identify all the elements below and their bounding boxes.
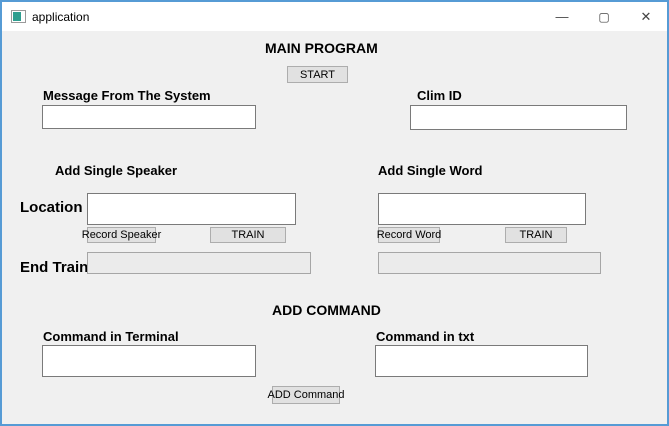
command-in-terminal-label: Command in Terminal	[43, 329, 179, 344]
app-icon	[11, 10, 26, 23]
add-command-button[interactable]: ADD Command	[267, 386, 345, 404]
location-label: Location	[20, 199, 83, 216]
end-train-label: End Train	[20, 259, 89, 276]
title-bar: application — ▢ ✕	[2, 2, 667, 31]
message-from-system-input[interactable]	[42, 105, 256, 129]
window-title: application	[32, 9, 90, 24]
caption-buttons: — ▢ ✕	[541, 2, 667, 31]
minimize-button[interactable]: —	[555, 9, 569, 24]
main-content: MAIN PROGRAM START Message From The Syst…	[2, 31, 667, 424]
end-train-speaker-field	[87, 252, 311, 274]
add-single-word-heading: Add Single Word	[378, 163, 483, 178]
clim-id-label: Clim ID	[417, 88, 462, 103]
word-input[interactable]	[378, 193, 586, 225]
main-program-heading: MAIN PROGRAM	[265, 40, 378, 56]
add-command-heading: ADD COMMAND	[272, 302, 381, 318]
start-button[interactable]: START	[287, 66, 348, 83]
record-word-button[interactable]: Record Word	[376, 227, 442, 243]
clim-id-input[interactable]	[410, 105, 627, 130]
train-word-button[interactable]: TRAIN	[505, 227, 567, 243]
command-in-terminal-input[interactable]	[42, 345, 256, 377]
close-button[interactable]: ✕	[640, 8, 652, 24]
message-from-system-label: Message From The System	[43, 88, 211, 103]
train-speaker-button[interactable]: TRAIN	[210, 227, 286, 243]
end-train-word-field	[378, 252, 601, 274]
command-in-txt-label: Command in txt	[376, 329, 475, 344]
maximize-button[interactable]: ▢	[598, 9, 610, 24]
command-in-txt-input[interactable]	[375, 345, 588, 377]
location-input[interactable]	[87, 193, 296, 225]
add-single-speaker-heading: Add Single Speaker	[55, 163, 178, 178]
record-speaker-button[interactable]: Record Speaker	[81, 227, 162, 243]
